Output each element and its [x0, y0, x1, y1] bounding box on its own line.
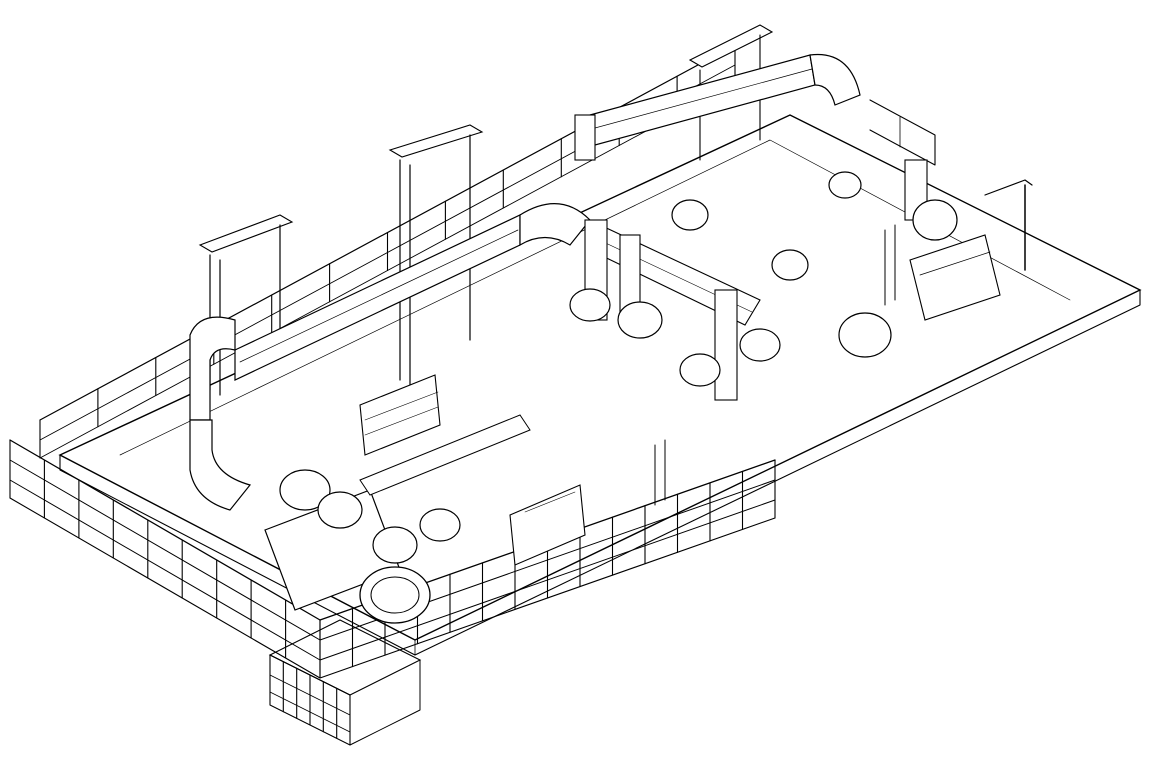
valve-cluster-center: [569, 171, 862, 387]
pipe-rack-frame-middle: [388, 124, 484, 386]
control-panel-center: [359, 374, 441, 456]
handrail-east-corner: [869, 99, 936, 166]
control-panel-front: [509, 484, 586, 566]
main-header-pipe: [234, 203, 591, 381]
handrail-platform: [269, 654, 351, 746]
vessel-east: [838, 199, 958, 358]
ladders: [654, 224, 896, 506]
pump-assembly-front: [279, 414, 531, 564]
handrail-front-west: [9, 439, 321, 679]
equipment-skid-east: [909, 234, 1001, 321]
elbow-west: [189, 316, 252, 511]
heat-exchanger-front: [264, 489, 431, 624]
light-pole: [984, 179, 1033, 271]
